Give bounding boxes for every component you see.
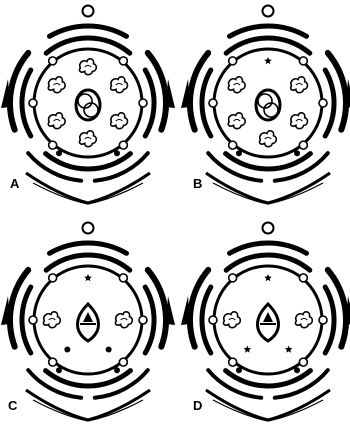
petal [46, 38, 130, 53]
bract [206, 390, 330, 420]
sepal [50, 243, 127, 253]
sepal-tip [1, 296, 10, 325]
perianth-knob [229, 274, 237, 282]
axis-circle [83, 6, 94, 17]
axis-circle [263, 6, 274, 17]
sepal [230, 26, 307, 36]
stamen [48, 113, 65, 129]
floral-diagram-c: C [1, 223, 175, 422]
stamen [115, 312, 132, 328]
center-star [264, 274, 272, 281]
perianth-knob [49, 141, 57, 149]
center-star [264, 57, 272, 64]
perianth-knob [229, 141, 237, 149]
perianth-knob [319, 99, 327, 107]
pistil [258, 304, 279, 341]
perianth-knob [319, 316, 327, 324]
staminode-dot [64, 346, 70, 352]
perianth-knob [299, 358, 307, 366]
bract [206, 173, 330, 203]
perianth-knob [229, 358, 237, 366]
perianth-knob [119, 274, 127, 282]
stamen [291, 77, 308, 93]
stamen [111, 113, 128, 129]
staminode-star [244, 346, 252, 353]
bract [26, 390, 150, 420]
perianth-dot [236, 367, 242, 373]
panel-label: C [8, 398, 18, 413]
perianth-knob [29, 99, 37, 107]
perianth-knob [119, 57, 127, 65]
pistil [256, 90, 280, 120]
perianth-knob [49, 57, 57, 65]
floral-diagram-a: A [1, 6, 175, 205]
pistil [78, 304, 99, 341]
perianth-knob [299, 57, 307, 65]
staminode-star [285, 346, 293, 353]
stamen [79, 131, 96, 147]
perianth-knob [209, 316, 217, 324]
panel-label: B [193, 176, 202, 191]
perianth-knob [119, 141, 127, 149]
perianth-knob [139, 316, 147, 324]
sepal-tip [181, 296, 190, 325]
petal [46, 255, 130, 270]
perianth-dot [294, 367, 300, 373]
panel-label: A [10, 176, 20, 191]
sepal-tip [166, 296, 175, 325]
perianth-dot [236, 150, 242, 156]
sepal-tip [1, 79, 10, 108]
stamen [295, 312, 312, 328]
perianth-dot [56, 150, 62, 156]
stamen [48, 77, 65, 93]
perianth-dot [114, 150, 120, 156]
stamen [259, 131, 276, 147]
sepal [50, 26, 127, 36]
perianth-knob [29, 316, 37, 324]
staminode-dot [106, 346, 112, 352]
floral-diagram-b: B [181, 6, 350, 205]
perianth-knob [49, 274, 57, 282]
perianth-knob [299, 141, 307, 149]
bract [26, 173, 150, 203]
floral-diagram-d: D [181, 223, 350, 422]
petal [226, 255, 310, 270]
stamen [291, 113, 308, 129]
perianth-knob [49, 358, 57, 366]
center-star [84, 274, 92, 281]
stamen [228, 113, 245, 129]
panel-label: D [193, 398, 202, 413]
perianth-dot [56, 367, 62, 373]
stamen [223, 312, 240, 328]
stamen [43, 312, 60, 328]
perianth-knob [209, 99, 217, 107]
perianth-dot [114, 367, 120, 373]
stamen [111, 77, 128, 93]
petal [226, 38, 310, 53]
sepal [230, 243, 307, 253]
perianth-knob [119, 358, 127, 366]
axis-circle [83, 223, 94, 234]
stamen [79, 59, 96, 75]
perianth-knob [299, 274, 307, 282]
sepal-tip [166, 79, 175, 108]
perianth-knob [139, 99, 147, 107]
axis-circle [263, 223, 274, 234]
perianth-knob [229, 57, 237, 65]
pistil [76, 90, 100, 120]
perianth-dot [294, 150, 300, 156]
sepal-tip [181, 79, 190, 108]
stamen [228, 77, 245, 93]
